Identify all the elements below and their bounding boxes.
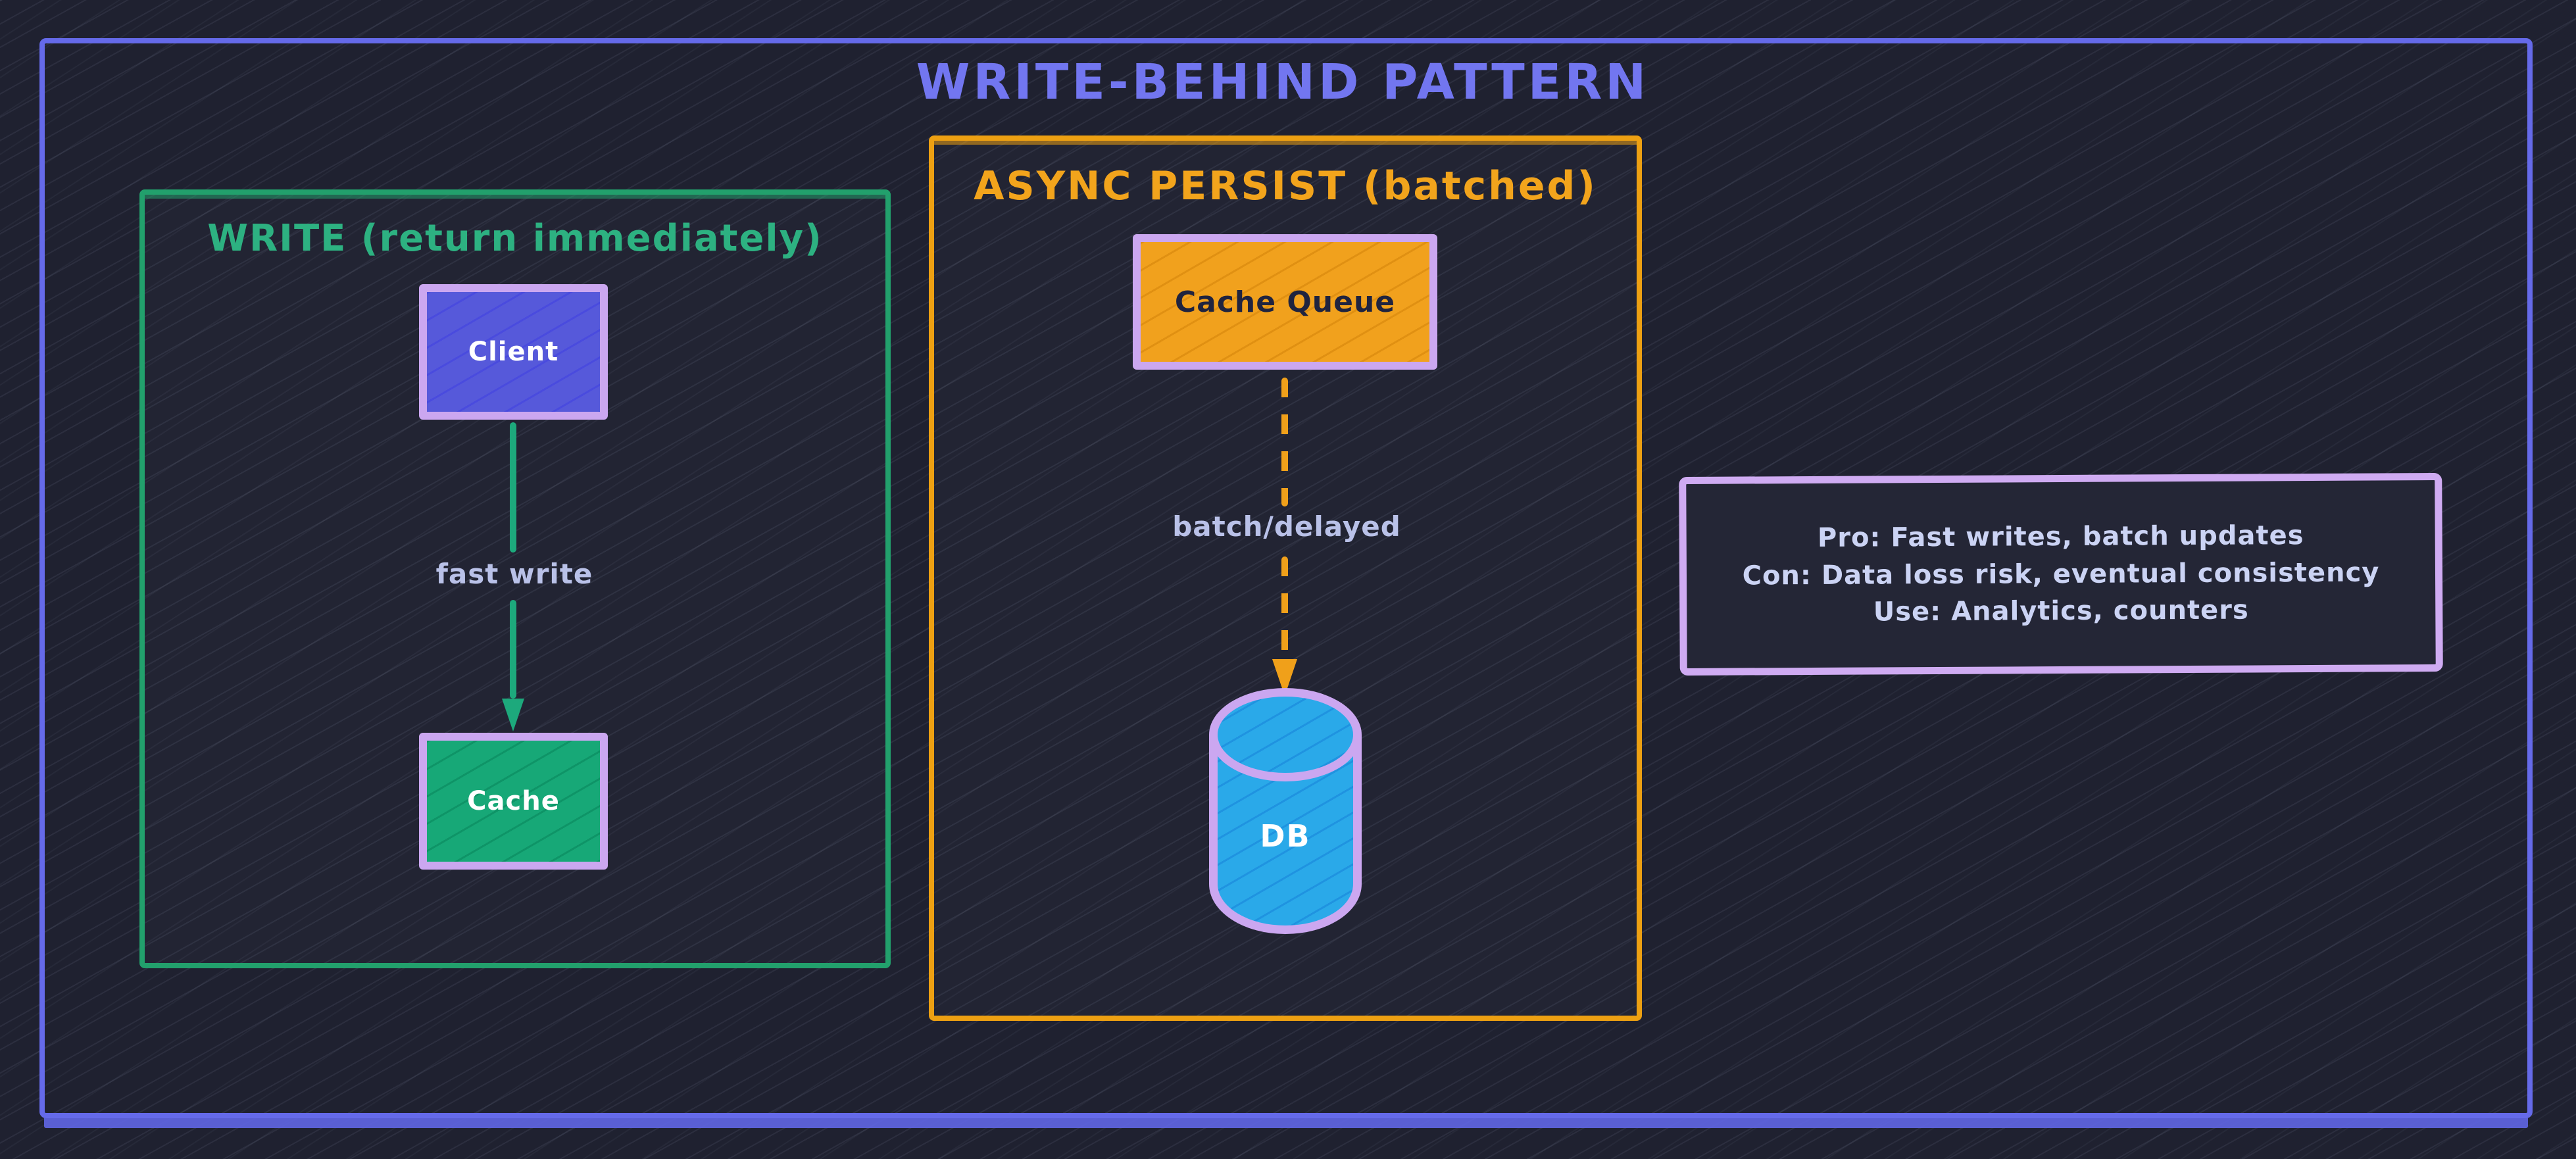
diagram-title: WRITE-BEHIND PATTERN bbox=[916, 54, 1650, 111]
notes-box[interactable]: Pro: Fast writes, batch updates Con: Dat… bbox=[1679, 472, 2443, 676]
db-cylinder[interactable]: DB bbox=[1209, 688, 1362, 934]
note-line-use: Use: Analytics, counters bbox=[1873, 595, 2249, 628]
cache-node[interactable]: Cache bbox=[419, 733, 608, 870]
fast-write-arrow-segment-top[interactable] bbox=[510, 422, 516, 553]
outer-frame[interactable] bbox=[39, 38, 2533, 1118]
note-line-con: Con: Data loss risk, eventual consistenc… bbox=[1742, 557, 2380, 591]
cache-queue-node[interactable]: Cache Queue bbox=[1133, 234, 1437, 370]
cache-node-label: Cache bbox=[467, 786, 560, 816]
fast-write-arrowhead-icon bbox=[502, 699, 524, 731]
batch-arrow-segment-bottom[interactable] bbox=[1281, 556, 1288, 660]
persist-panel[interactable]: ASYNC PERSIST (batched) bbox=[929, 136, 1642, 1021]
fast-write-arrow-label: fast write bbox=[435, 558, 593, 590]
batch-arrow-segment-top[interactable] bbox=[1281, 378, 1288, 506]
fast-write-arrow-segment-bottom[interactable] bbox=[510, 600, 516, 699]
write-panel[interactable]: WRITE (return immediately) bbox=[139, 189, 891, 968]
db-cylinder-top bbox=[1209, 688, 1362, 781]
batch-arrow-label: batch/delayed bbox=[1172, 510, 1401, 543]
note-line-pro: Pro: Fast writes, batch updates bbox=[1817, 520, 2304, 553]
client-node-label: Client bbox=[468, 337, 559, 367]
client-node[interactable]: Client bbox=[419, 284, 608, 420]
db-label: DB bbox=[1260, 818, 1311, 854]
persist-panel-title: ASYNC PERSIST (batched) bbox=[974, 163, 1597, 209]
write-panel-title: WRITE (return immediately) bbox=[207, 217, 823, 260]
cache-queue-node-label: Cache Queue bbox=[1174, 285, 1396, 319]
